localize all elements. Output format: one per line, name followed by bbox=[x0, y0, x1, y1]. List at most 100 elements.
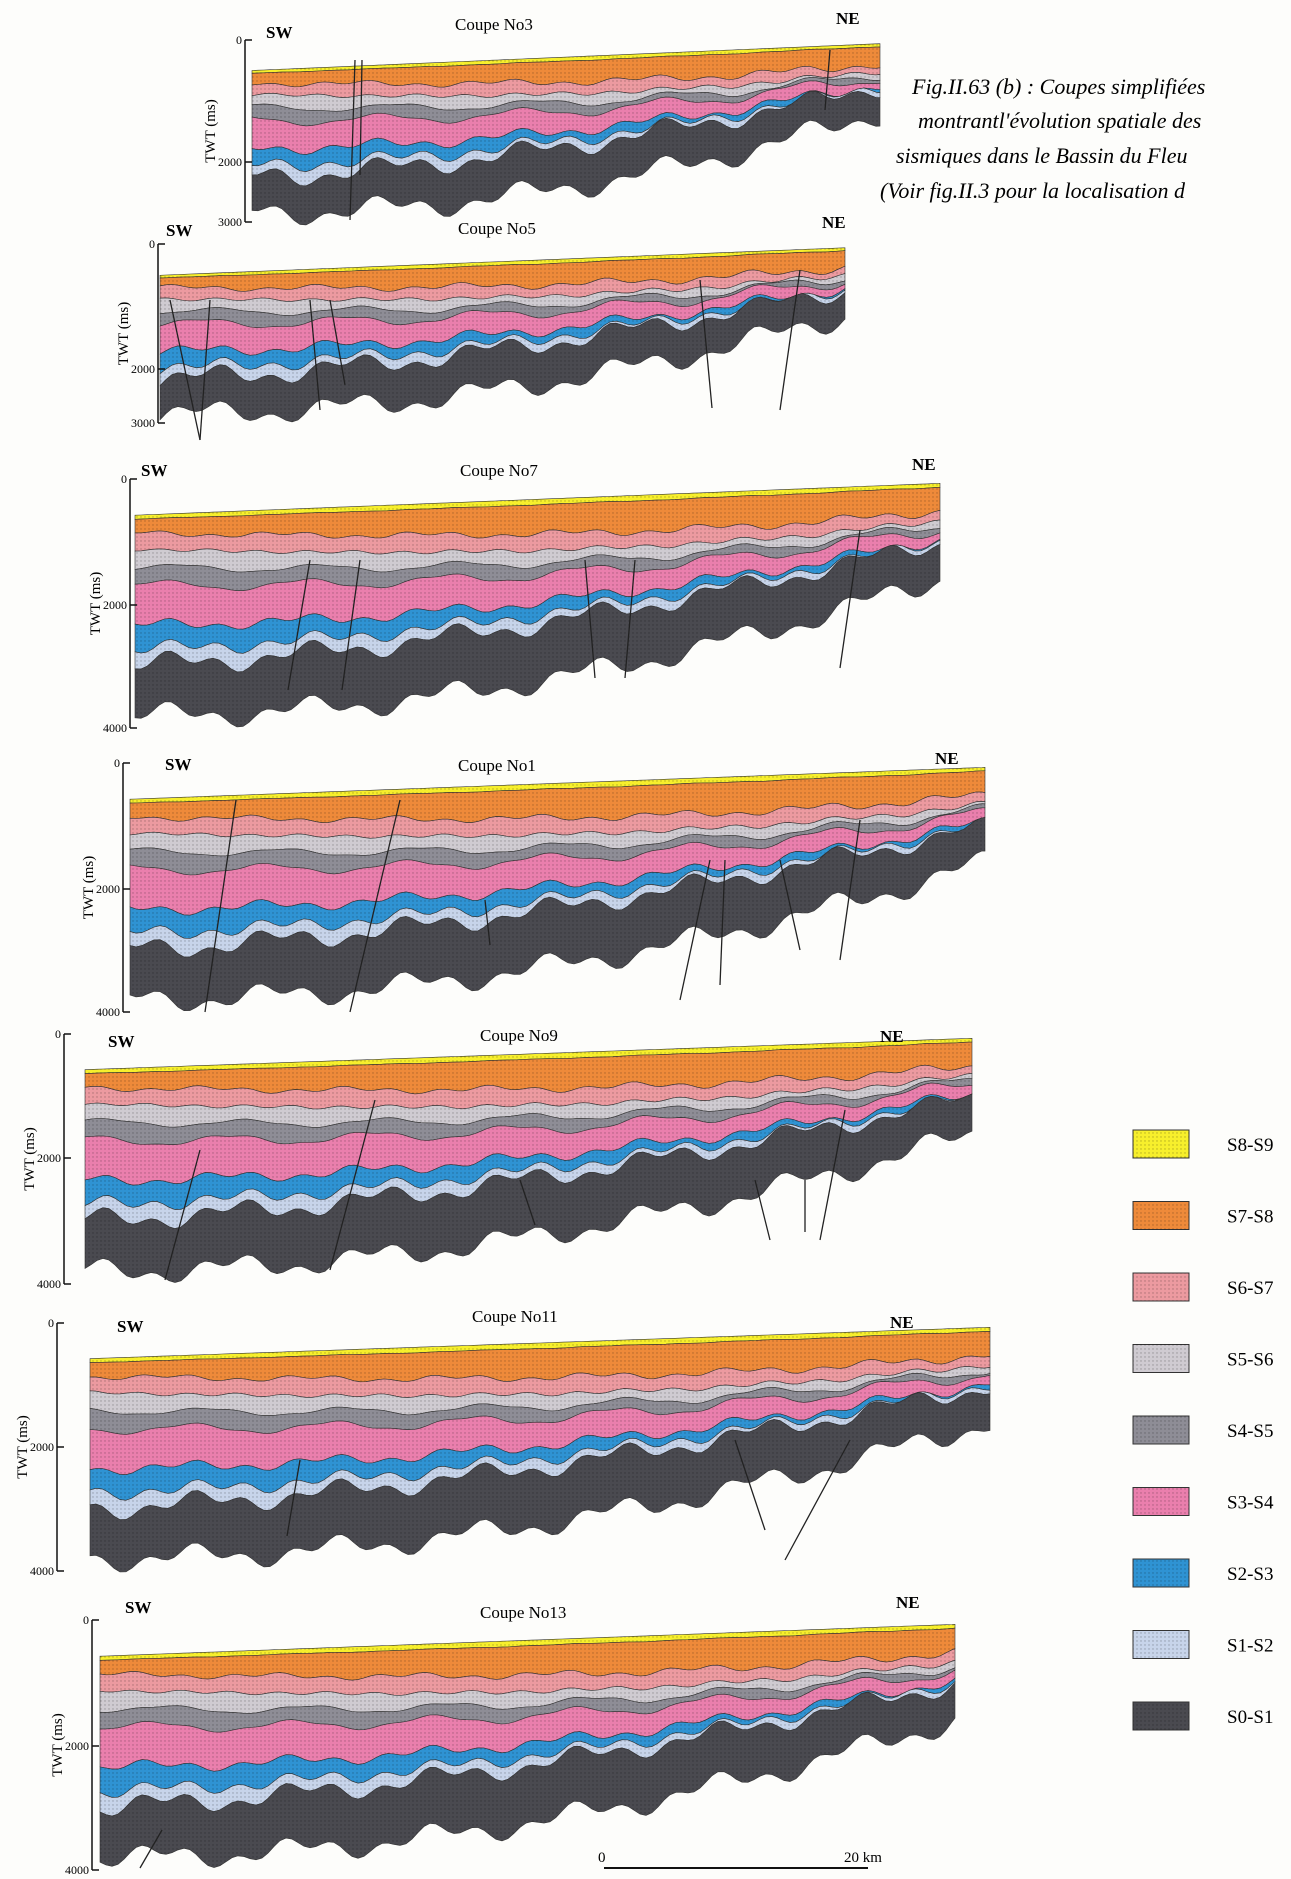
fault-line bbox=[341, 559, 361, 691]
sw-label: SW bbox=[108, 1032, 134, 1051]
legend-swatch-texture bbox=[1133, 1201, 1189, 1230]
layer-texture bbox=[252, 72, 880, 112]
axis-tick-label: 3000 bbox=[218, 215, 242, 229]
axis-title: TWT (ms) bbox=[50, 1713, 66, 1776]
legend-swatch-texture bbox=[1133, 1416, 1189, 1444]
layer-texture bbox=[100, 1683, 955, 1868]
fault-line bbox=[349, 59, 356, 221]
legend-label: S0-S1 bbox=[1227, 1707, 1273, 1728]
axis-tick-label: 2000 bbox=[218, 155, 242, 169]
layer-texture bbox=[160, 292, 845, 422]
fault-line bbox=[329, 299, 346, 386]
legend-item-s2-s3: S2-S3 bbox=[1132, 1558, 1273, 1588]
legend-swatch-texture bbox=[1133, 1487, 1189, 1516]
layer-texture bbox=[252, 77, 880, 126]
fault-line bbox=[287, 559, 311, 691]
layer-texture bbox=[100, 1628, 955, 1681]
layer-texture bbox=[160, 247, 845, 279]
fault-line bbox=[349, 799, 401, 1013]
axis-tick-label: 2000 bbox=[65, 1739, 89, 1753]
legend-swatch-texture bbox=[1133, 1559, 1189, 1587]
layer-texture bbox=[130, 803, 985, 875]
layer-texture bbox=[130, 801, 985, 856]
fault-line bbox=[779, 859, 801, 951]
legend-swatch-texture bbox=[1133, 1130, 1189, 1158]
section-title: Coupe No13 bbox=[480, 1603, 566, 1622]
legend-item-s7-s8: S7-S8 bbox=[1132, 1201, 1273, 1230]
layer-texture bbox=[90, 1327, 990, 1363]
axis-tick-label: 4000 bbox=[65, 1863, 89, 1877]
legend-swatch-texture bbox=[1133, 1702, 1189, 1730]
layer-texture bbox=[100, 1681, 955, 1816]
layer-texture bbox=[100, 1660, 955, 1714]
fault-line bbox=[484, 899, 491, 946]
fault-line bbox=[819, 1109, 846, 1241]
axis-tick-label: 0 bbox=[149, 237, 155, 251]
legend-item-s4-s5: S4-S5 bbox=[1132, 1415, 1273, 1445]
layer-texture bbox=[85, 1094, 972, 1283]
axis-tick-label: 0 bbox=[121, 472, 127, 486]
layer-texture bbox=[135, 520, 940, 572]
ne-label: NE bbox=[890, 1313, 914, 1332]
layer-texture bbox=[100, 1670, 955, 1772]
ne-label: NE bbox=[822, 213, 846, 232]
legend-item-s8-s9: S8-S9 bbox=[1132, 1129, 1273, 1159]
ne-label: NE bbox=[896, 1593, 920, 1612]
layer-texture bbox=[85, 1083, 972, 1186]
legend-item-s0-s1: S0-S1 bbox=[1132, 1701, 1273, 1731]
layer-texture bbox=[90, 1366, 990, 1416]
layer-texture bbox=[100, 1648, 955, 1696]
layer-texture bbox=[252, 47, 880, 88]
layer-texture bbox=[85, 1078, 972, 1145]
fault-line bbox=[309, 299, 321, 411]
caption-line-3: sismiques dans le Bassin du Fleu bbox=[896, 143, 1188, 168]
layer-texture bbox=[135, 510, 940, 555]
legend-label: S1-S2 bbox=[1227, 1636, 1273, 1657]
axis-tick-label: 0 bbox=[48, 1316, 54, 1330]
layer-texture bbox=[160, 290, 845, 386]
fault-line bbox=[204, 799, 237, 1013]
layer-texture bbox=[160, 284, 845, 356]
section-title: Coupe No7 bbox=[460, 461, 538, 480]
layer-texture bbox=[135, 532, 940, 630]
layer-texture bbox=[130, 770, 985, 823]
legend-item-s1-s2: S1-S2 bbox=[1132, 1630, 1273, 1659]
axis-tick-label: 3000 bbox=[131, 416, 155, 430]
layer-texture bbox=[130, 817, 985, 939]
section-title: Coupe No3 bbox=[455, 15, 533, 34]
layer-texture bbox=[252, 43, 880, 74]
layer-texture bbox=[160, 266, 845, 302]
ne-label: NE bbox=[935, 749, 959, 768]
section-title: Coupe No11 bbox=[472, 1307, 558, 1326]
layer-texture bbox=[160, 280, 845, 328]
fault-line bbox=[839, 529, 861, 669]
sw-label: SW bbox=[141, 461, 167, 480]
axis-tick-label: 2000 bbox=[131, 362, 155, 376]
fault-line bbox=[199, 299, 211, 441]
layer-texture bbox=[252, 88, 880, 172]
layer-texture bbox=[135, 539, 940, 654]
legend-swatch-texture bbox=[1133, 1273, 1189, 1301]
layer-texture bbox=[130, 792, 985, 839]
scale-bar-start: 0 bbox=[598, 1850, 606, 1866]
layer-texture bbox=[90, 1387, 990, 1520]
layer-texture bbox=[252, 88, 880, 186]
fault-line bbox=[754, 1179, 771, 1241]
legend-label: S3-S4 bbox=[1227, 1493, 1274, 1514]
sw-label: SW bbox=[165, 755, 191, 774]
layer-texture bbox=[100, 1678, 955, 1798]
axis-title: TWT (ms) bbox=[88, 572, 104, 635]
layer-texture bbox=[135, 487, 940, 539]
legend: S8-S9S7-S8S6-S7S5-S6S4-S5S3-S4S2-S3S1-S2… bbox=[1132, 1129, 1274, 1731]
axis-tick-label: 4000 bbox=[103, 721, 127, 735]
fault-line bbox=[734, 1439, 766, 1531]
fault-line bbox=[359, 59, 363, 176]
layer-texture bbox=[135, 544, 940, 727]
fault-line bbox=[329, 1099, 376, 1271]
axis-tick-label: 0 bbox=[83, 1613, 89, 1627]
